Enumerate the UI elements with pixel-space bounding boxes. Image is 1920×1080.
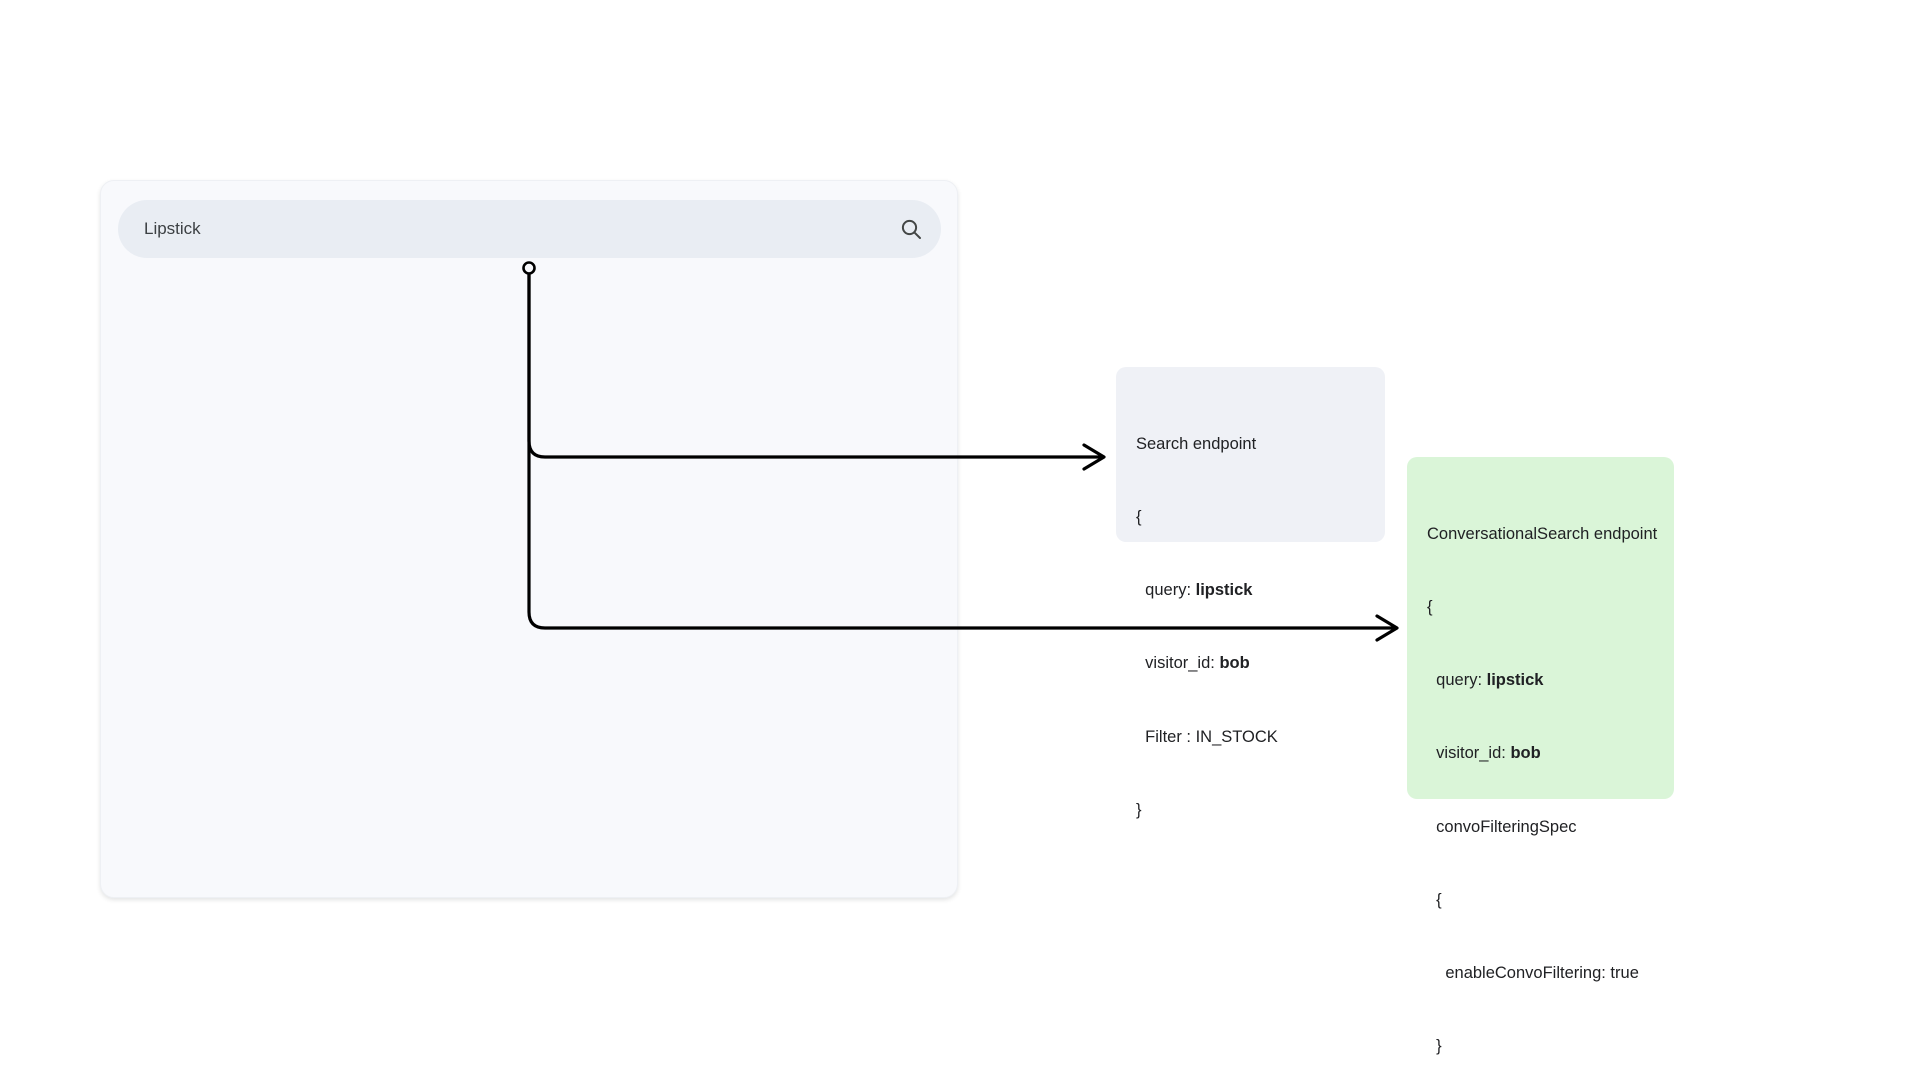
arrowhead-conversational-endpoint-icon — [1375, 614, 1399, 642]
code-line: convoFilteringSpec — [1427, 817, 1577, 836]
search-input[interactable] — [118, 200, 881, 258]
code-line: } — [1136, 800, 1142, 819]
code-line: { — [1136, 508, 1142, 527]
code-line: visitor_id: bob — [1427, 744, 1541, 763]
search-icon[interactable] — [881, 217, 941, 241]
search-bar[interactable] — [118, 200, 941, 258]
code-line: } — [1427, 1037, 1442, 1056]
conversational-search-endpoint-box: ConversationalSearch endpoint { query: l… — [1407, 457, 1674, 1055]
code-line: ConversationalSearch endpoint — [1427, 522, 1658, 546]
code-line: enableConvoFiltering: true — [1427, 964, 1639, 983]
code-line: query: lipstick — [1427, 671, 1544, 690]
box-title: Search endpoint — [1136, 434, 1257, 453]
code-line: { — [1427, 890, 1442, 909]
code-line: visitor_id: bob — [1136, 654, 1250, 673]
box-title: ConversationalSearch endpoint — [1427, 524, 1658, 543]
visitor-id-value: bob — [1510, 744, 1541, 763]
query-value: lipstick — [1486, 671, 1544, 690]
code-line: { — [1427, 598, 1433, 617]
visitor-id-value: bob — [1219, 654, 1250, 673]
code-line: Search endpoint — [1136, 432, 1365, 456]
search-panel — [100, 180, 958, 898]
code-line: Filter : IN_STOCK — [1136, 727, 1278, 746]
query-value: lipstick — [1195, 581, 1253, 600]
search-endpoint-box: Search endpoint { query: lipstick visito… — [1116, 367, 1385, 819]
arrowhead-search-endpoint-icon — [1082, 443, 1106, 471]
code-line: query: lipstick — [1136, 581, 1253, 600]
